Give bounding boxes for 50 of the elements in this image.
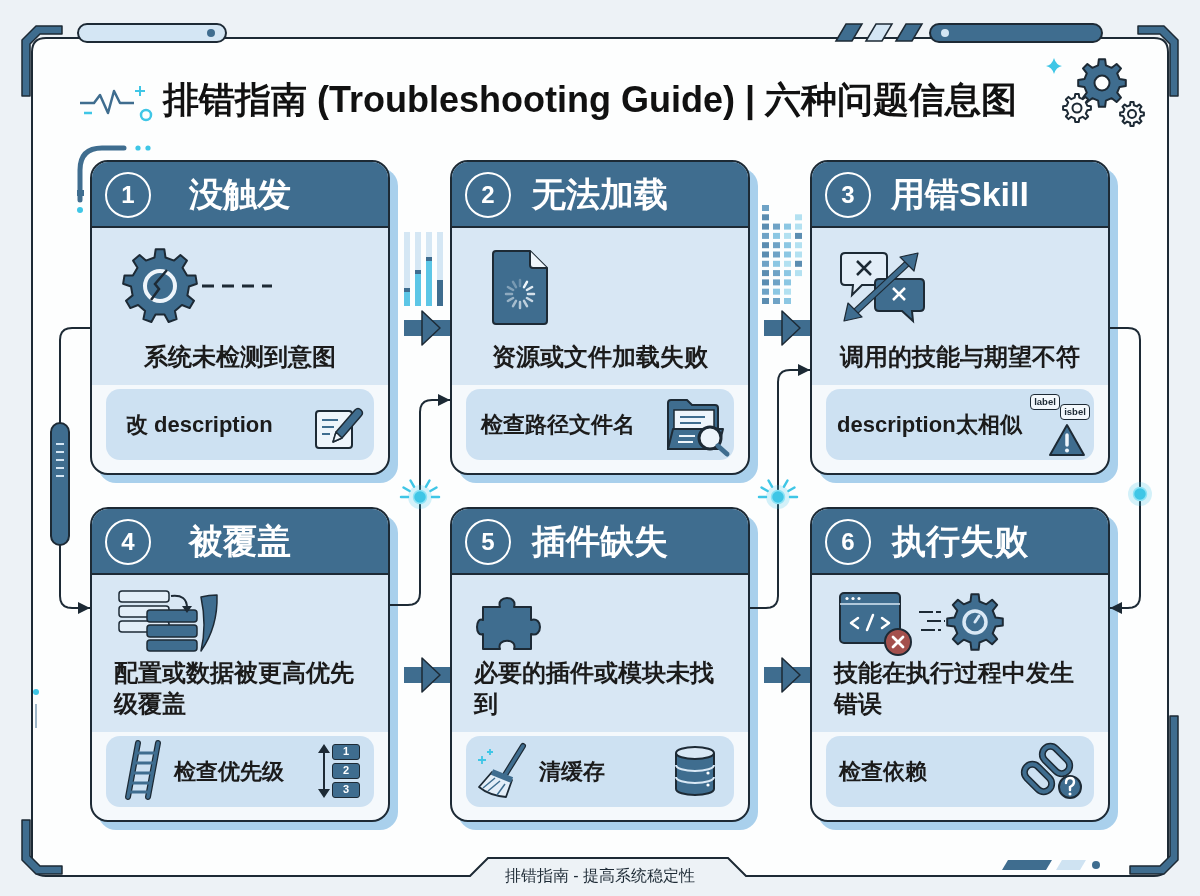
rank-number: 3 bbox=[332, 782, 360, 798]
step-number: 5 bbox=[465, 519, 511, 565]
fix-panel bbox=[826, 736, 1094, 807]
fix-panel bbox=[106, 736, 374, 807]
problem-card bbox=[90, 160, 390, 475]
fix-text: 检查优先级 bbox=[174, 757, 284, 786]
speech-bubble: isbel bbox=[1060, 404, 1090, 420]
fix-panel bbox=[826, 389, 1094, 460]
problem-card bbox=[450, 507, 750, 822]
page-title: 排错指南 (Troubleshooting Guide) | 六种问题信息图 bbox=[163, 78, 1018, 123]
fix-panel bbox=[106, 389, 374, 460]
card-description: 资源或文件加载失败 bbox=[492, 342, 708, 372]
rank-number: 2 bbox=[332, 763, 360, 779]
step-number: 2 bbox=[465, 172, 511, 218]
card-title: 无法加载 bbox=[532, 174, 668, 215]
problem-card bbox=[450, 160, 750, 475]
block-arrow bbox=[404, 657, 450, 693]
connector-arrow bbox=[1109, 327, 1141, 614]
card-description: 调用的技能与期望不符 bbox=[840, 342, 1080, 372]
connector-arrow bbox=[749, 364, 811, 609]
problem-card bbox=[90, 507, 390, 822]
rank-number: 1 bbox=[332, 744, 360, 760]
card-title: 被覆盖 bbox=[189, 521, 291, 562]
block-arrow bbox=[764, 657, 810, 693]
card-description: 系统未检测到意图 bbox=[144, 342, 336, 372]
step-number: 6 bbox=[825, 519, 871, 565]
step-number: 1 bbox=[105, 172, 151, 218]
card-title: 用错Skill bbox=[891, 174, 1029, 215]
block-arrow bbox=[404, 310, 450, 346]
speech-bubble: label bbox=[1030, 394, 1060, 410]
fix-panel bbox=[466, 736, 734, 807]
card-title: 没触发 bbox=[189, 174, 291, 215]
card-description: 配置或数据被更高优先级覆盖 bbox=[114, 658, 355, 719]
fix-text: 清缓存 bbox=[539, 757, 605, 786]
connector-arrow bbox=[389, 394, 451, 606]
step-number: 3 bbox=[825, 172, 871, 218]
fix-text: description太相似 bbox=[837, 410, 1022, 439]
fix-text: 检查路径文件名 bbox=[481, 410, 635, 439]
card-description: 必要的插件或模块未找到 bbox=[474, 658, 715, 719]
card-title: 插件缺失 bbox=[532, 521, 668, 562]
card-title: 执行失败 bbox=[892, 521, 1028, 562]
problem-card bbox=[810, 160, 1110, 475]
problem-card bbox=[810, 507, 1110, 822]
fix-text: 改 description bbox=[126, 410, 273, 439]
footer-caption: 排错指南 - 提高系统稳定性 bbox=[504, 866, 696, 886]
block-arrow bbox=[764, 310, 810, 346]
fix-text: 检查依赖 bbox=[839, 757, 927, 786]
card-description: 技能在执行过程中发生错误 bbox=[834, 658, 1075, 719]
step-number: 4 bbox=[105, 519, 151, 565]
fix-panel bbox=[466, 389, 734, 460]
